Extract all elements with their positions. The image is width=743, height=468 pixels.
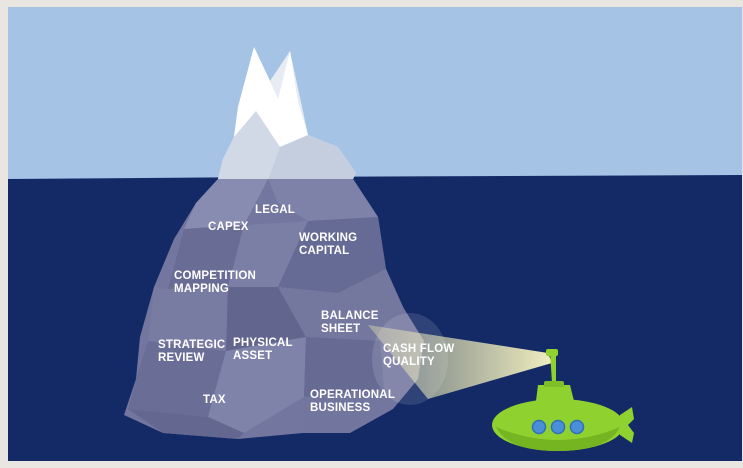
sky <box>8 7 742 182</box>
conning-tower <box>536 385 574 401</box>
label-tax: TAX <box>203 394 226 406</box>
light-spot <box>372 313 448 405</box>
iceberg-underwater <box>124 179 424 439</box>
iceberg-tip <box>218 47 356 179</box>
label-legal: LEGAL <box>255 204 295 216</box>
porthole-1 <box>531 419 547 435</box>
label-capex: CAPEX <box>208 221 249 233</box>
submarine <box>492 349 634 451</box>
periscope <box>550 351 556 383</box>
porthole-3 <box>569 419 585 435</box>
propeller <box>620 407 634 443</box>
porthole-2 <box>550 419 566 435</box>
flashlight-beam <box>368 325 552 399</box>
